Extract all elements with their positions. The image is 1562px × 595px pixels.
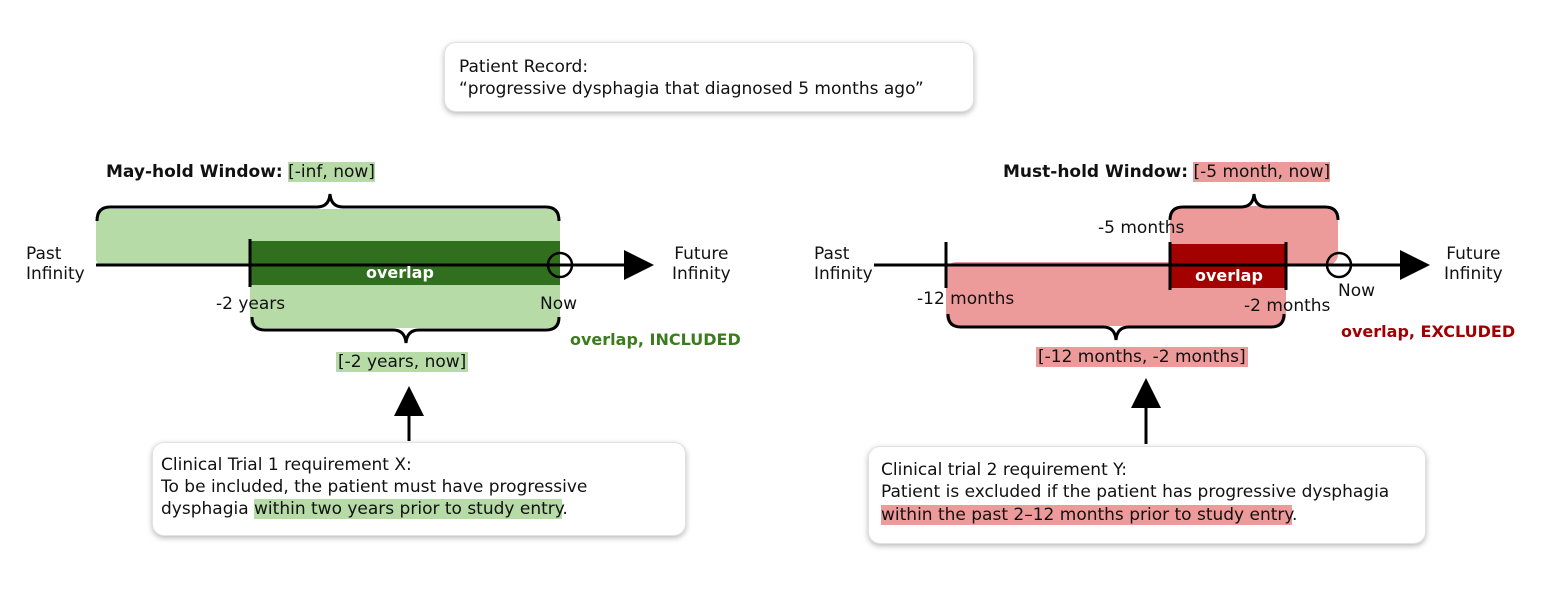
requirement-x-box: Clinical Trial 1 requirement X: To be in… [152,442,686,536]
requirement-y-box: Clinical trial 2 requirement Y: Patient … [868,446,1426,544]
may-hold-brace [95,193,561,222]
interval-minus-2-years-now: [-2 years, now] [336,352,469,372]
must-hold-window-title: Must-hold Window: [-5 month, now] [1003,162,1331,182]
requirement-x-line1: To be included, the patient must have pr… [161,477,588,497]
interval-minus-12-to-minus-2-months: [-12 months, -2 months] [1036,347,1248,367]
patient-record-box: Patient Record: “progressive dysphagia t… [444,42,974,112]
tick-label-minus-2-months: -2 months [1244,296,1331,316]
must-hold-brace [1168,193,1340,221]
now-marker-right [1325,251,1353,279]
requirement-x-brace [250,316,561,344]
requirement-y-title: Clinical trial 2 requirement Y: [881,460,1128,480]
requirement-y-line2: within the past 2–12 months prior to stu… [881,505,1298,525]
overlap-label-left: overlap [366,263,434,282]
requirement-x-line2: dysphagia within two years prior to stud… [161,499,568,519]
patient-record-title: Patient Record: [459,57,589,77]
tick-label-now-right: Now [1338,281,1376,301]
result-excluded: overlap, EXCLUDED [1341,322,1516,341]
tick-label-minus-12-months: -12 months [917,289,1015,309]
requirement-y-line1: Patient is excluded if the patient has p… [881,482,1390,502]
may-hold-window-range: [-inf, now] [288,162,375,182]
patient-record-quote: “progressive dysphagia that diagnosed 5 … [459,79,924,99]
requirement-y-brace [946,313,1286,341]
overlap-label-right: overlap [1195,266,1263,285]
result-included: overlap, INCLUDED [570,330,741,349]
now-marker-left [546,251,574,279]
must-hold-window-range: [-5 month, now] [1193,162,1331,182]
requirement-x-highlight: within two years prior to study entry [254,499,563,519]
tick-label-minus-5-months: -5 months [1098,218,1185,238]
may-hold-window-title: May-hold Window: [-inf, now] [106,162,375,182]
tick-label-minus-2-years: -2 years [216,294,286,314]
requirement-x-title: Clinical Trial 1 requirement X: [161,455,412,475]
overlap-bar-left [250,241,560,285]
may-hold-window-label: May-hold Window: [106,162,283,182]
tick-label-now-left: Now [540,294,578,314]
requirement-y-highlight: within the past 2–12 months prior to stu… [881,505,1293,525]
must-hold-window-label: Must-hold Window: [1003,162,1189,182]
